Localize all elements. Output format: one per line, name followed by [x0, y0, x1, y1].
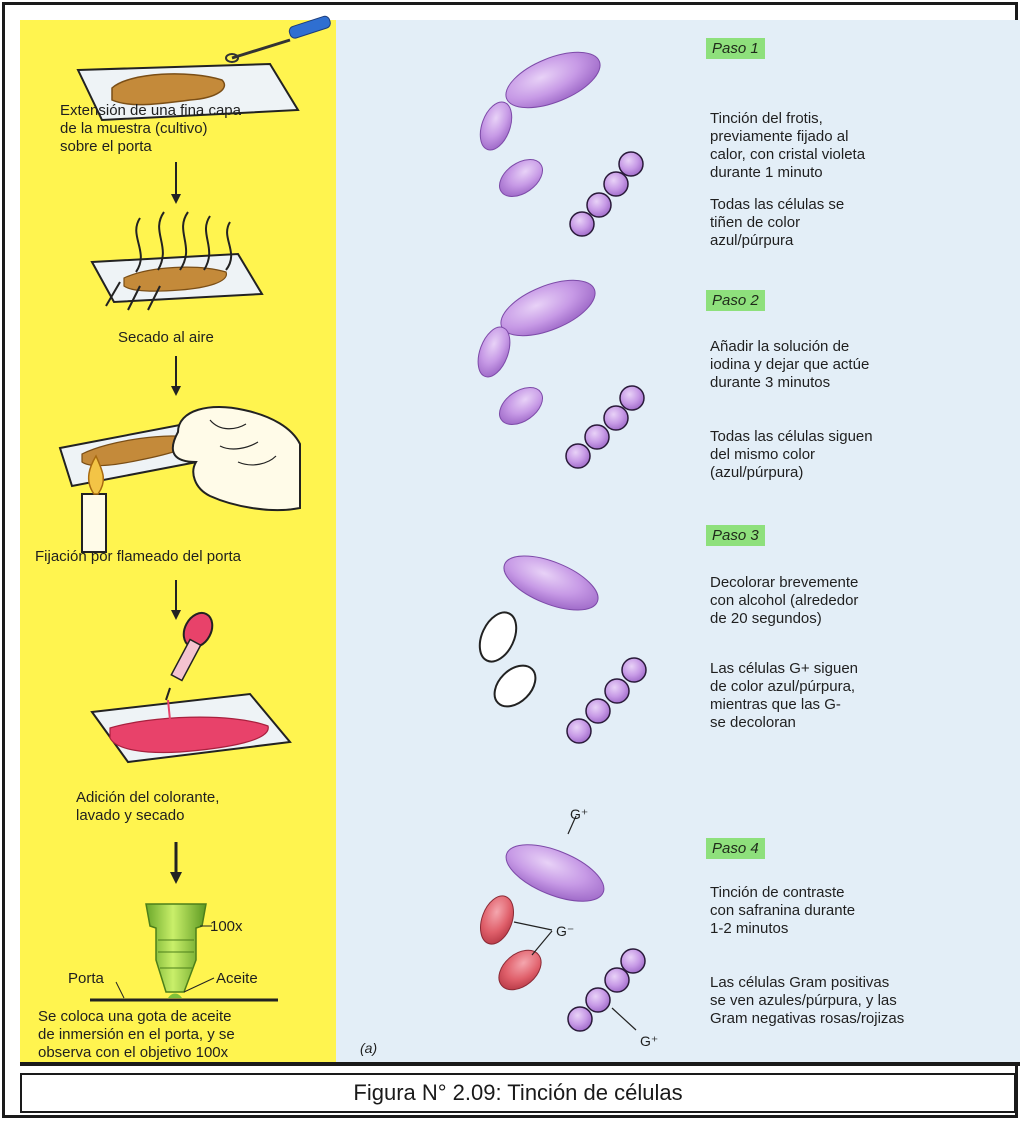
paso-3-badge: Paso 3: [706, 525, 765, 546]
paso-4-result-line1: Las células Gram positivas: [710, 974, 889, 991]
step-text-oil-line2: de inmersión en el porta, y se: [38, 1026, 235, 1043]
paso-1-desc-line1: Tinción del frotis,: [710, 110, 823, 127]
paso-3-desc-line2: con alcohol (alrededor: [710, 592, 858, 609]
paso-1-desc-line4: durante 1 minuto: [710, 164, 823, 181]
paso-3-desc-line1: Decolorar brevemente: [710, 574, 858, 591]
paso-4-badge: Paso 4: [706, 838, 765, 859]
paso-4-result-line2: se ven azules/púrpura, y las: [710, 992, 897, 1009]
step2-cells: [472, 269, 644, 468]
step-text-smear-line3: sobre el porta: [60, 138, 152, 155]
step-text-smear-line1: Extensión de una fina capa: [60, 102, 241, 119]
paso-1-desc-line3: calor, con cristal violeta: [710, 146, 865, 163]
paso-2-result-line1: Todas las células siguen: [710, 428, 873, 445]
figure-caption: Figura N° 2.09: Tinción de células: [20, 1073, 1016, 1113]
paso-3-desc-line3: de 20 segundos): [710, 610, 822, 627]
label-gplus-top: G⁺: [570, 806, 588, 823]
step-text-oil-line1: Se coloca una gota de aceite: [38, 1008, 231, 1025]
label-porta: Porta: [68, 970, 104, 987]
panel-label: (a): [360, 1040, 377, 1057]
paso-1-result-line2: tiñen de color: [710, 214, 800, 231]
step3-cells: [473, 545, 646, 743]
step-text-stain-line1: Adición del colorante,: [76, 789, 219, 806]
step-text-stain-line2: lavado y secado: [76, 807, 184, 824]
paso-2-result-line3: (azul/púrpura): [710, 464, 803, 481]
step-text-flame: Fijación por flameado del porta: [35, 548, 241, 565]
divider: [20, 1062, 1020, 1066]
paso-2-result-line2: del mismo color: [710, 446, 815, 463]
flame-fix-drawing: [60, 407, 300, 552]
label-gplus-bottom: G⁺: [640, 1033, 658, 1050]
paso-1-desc-line2: previamente fijado al: [710, 128, 848, 145]
label-100x: 100x: [210, 918, 243, 935]
step-text-smear-line2: de la muestra (cultivo): [60, 120, 208, 137]
label-aceite: Aceite: [216, 970, 258, 987]
paso-2-desc-line2: iodina y dejar que actúe: [710, 356, 869, 373]
air-dry-drawing: [92, 212, 262, 310]
step1-cells: [474, 41, 643, 236]
paso-2-desc-line3: durante 3 minutos: [710, 374, 830, 391]
paso-3-result-line4: se decoloran: [710, 714, 796, 731]
step-text-dry: Secado al aire: [118, 329, 214, 346]
paso-4-desc-line3: 1-2 minutos: [710, 920, 788, 937]
paso-3-result-line1: Las células G+ siguen: [710, 660, 858, 677]
paso-4-result-line3: Gram negativas rosas/rojizas: [710, 1010, 904, 1027]
paso-1-result-line3: azul/púrpura: [710, 232, 793, 249]
paso-4-desc-line2: con safranina durante: [710, 902, 855, 919]
paso-3-result-line3: mientras que las G-: [710, 696, 841, 713]
label-gminus: G⁻: [556, 923, 574, 940]
paso-2-badge: Paso 2: [706, 290, 765, 311]
paso-4-desc-line1: Tinción de contraste: [710, 884, 845, 901]
paso-2-desc-line1: Añadir la solución de: [710, 338, 849, 355]
stain-dropper-drawing: [92, 608, 290, 762]
paso-1-result-line1: Todas las células se: [710, 196, 844, 213]
paso-1-badge: Paso 1: [706, 38, 765, 59]
step-text-oil-line3: observa con el objetivo 100x: [38, 1044, 228, 1061]
paso-3-result-line2: de color azul/púrpura,: [710, 678, 855, 695]
